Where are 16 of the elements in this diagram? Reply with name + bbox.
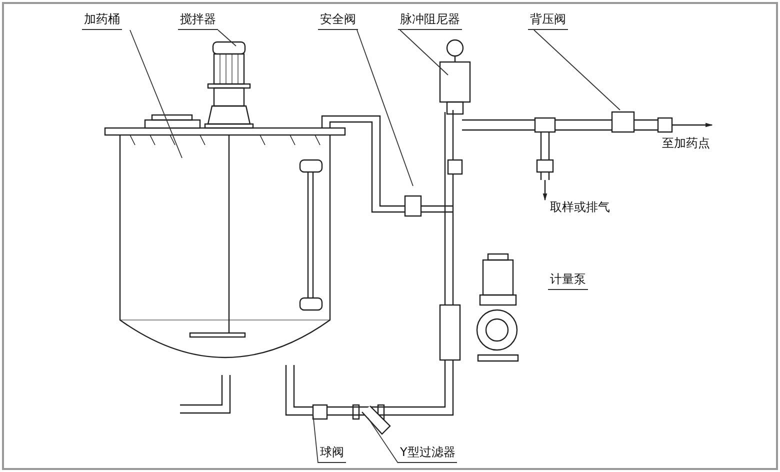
part-label: 加药桶 [82, 12, 122, 30]
destination-label: 至加药点 [662, 136, 710, 151]
leader-line [400, 30, 448, 76]
leader-line [130, 30, 182, 158]
part-label: 安全阀 [318, 12, 358, 30]
leader-line [312, 414, 318, 464]
part-label: 搅拌器 [178, 12, 218, 30]
leader-line [218, 30, 236, 46]
part-label: 脉冲阻尼器 [398, 12, 462, 30]
leader-line [534, 30, 620, 110]
leader-line [356, 30, 414, 186]
part-label: 背压阀 [528, 12, 568, 30]
pump-label: 计量泵 [548, 272, 588, 290]
part-label: Y型过滤器 [398, 445, 458, 463]
outlet-label: 取样或排气 [550, 200, 610, 215]
part-label: 球阀 [318, 445, 346, 463]
